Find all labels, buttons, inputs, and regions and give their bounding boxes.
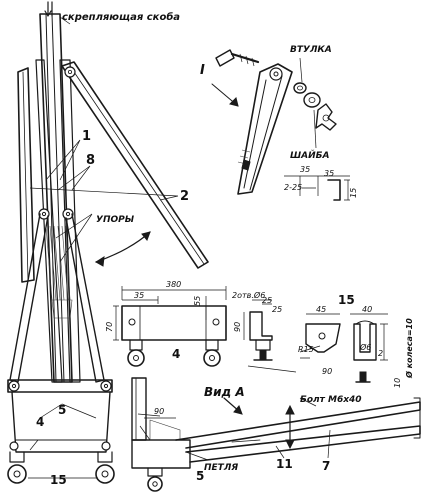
part-4-label-plate: 4 bbox=[172, 347, 180, 361]
dim-15: 15 bbox=[349, 188, 358, 198]
dim-380: 380 bbox=[166, 280, 181, 289]
dim-90-angle: 90 bbox=[233, 322, 242, 332]
dim-25-angle: 25 bbox=[262, 296, 272, 305]
dim-25-small: 25 bbox=[272, 305, 282, 314]
part-8-label: 8 bbox=[86, 153, 95, 168]
dim-45: 45 bbox=[316, 305, 326, 314]
part-5-label-view-a: 5 bbox=[196, 469, 204, 483]
view-a bbox=[131, 377, 421, 492]
detail-i bbox=[211, 49, 350, 201]
part-2-label: 2 bbox=[180, 189, 189, 204]
dim-10: 10 bbox=[393, 378, 402, 388]
part-5-label-crane: 5 bbox=[58, 403, 66, 417]
bracket-15-detail bbox=[299, 313, 388, 383]
dim-2: 2 bbox=[378, 349, 383, 358]
text-labels: скрепляющая скоба ВТУЛКА ШАЙБА УПОРЫ Вид… bbox=[36, 11, 414, 487]
holes-label: 2отв.Ø6 bbox=[232, 290, 265, 300]
dim-55: 55 bbox=[193, 296, 202, 306]
part-1-label: 1 bbox=[82, 129, 91, 144]
crane-folded-view bbox=[7, 1, 209, 484]
wheel-axle-label: Ø колеса=10 bbox=[404, 318, 414, 379]
dim-90-bracket: 90 bbox=[322, 367, 332, 376]
crane-leaders bbox=[28, 16, 179, 479]
base-plate-detail bbox=[113, 286, 297, 373]
dim-2-25: 2-25 bbox=[284, 183, 302, 192]
dim-r15: R15 bbox=[298, 345, 314, 354]
detail-i-mark: I bbox=[200, 63, 205, 78]
part-11-label: 11 bbox=[276, 457, 293, 471]
view-a-label: Вид А bbox=[204, 385, 245, 399]
dim-40: 40 bbox=[362, 305, 372, 314]
bolt-label: Болт М6х40 bbox=[300, 395, 362, 405]
dim-70: 70 bbox=[105, 322, 114, 332]
part-15-label-bracket: 15 bbox=[338, 293, 355, 307]
clamp-bracket-label: скрепляющая скоба bbox=[62, 11, 180, 23]
dim-90-view-a: 90 bbox=[154, 407, 164, 416]
dim-35-plate: 35 bbox=[134, 291, 144, 300]
part-15-label-crane: 15 bbox=[50, 473, 67, 487]
dim-35-inset: 35 bbox=[324, 169, 334, 178]
part-7-label: 7 bbox=[322, 459, 330, 473]
part-4-label-crane: 4 bbox=[36, 415, 44, 429]
stops-label: УПОРЫ bbox=[96, 215, 135, 225]
washer-label: ШАЙБА bbox=[290, 149, 329, 161]
dim-d6: Ø6 bbox=[359, 342, 371, 352]
bushing-label: ВТУЛКА bbox=[290, 45, 332, 55]
crane-wheel-right bbox=[95, 451, 115, 484]
crane-wheel-left bbox=[7, 451, 27, 484]
dim-35-small: 35 bbox=[300, 165, 310, 174]
loop-label: ПЕТЛЯ bbox=[204, 463, 238, 473]
